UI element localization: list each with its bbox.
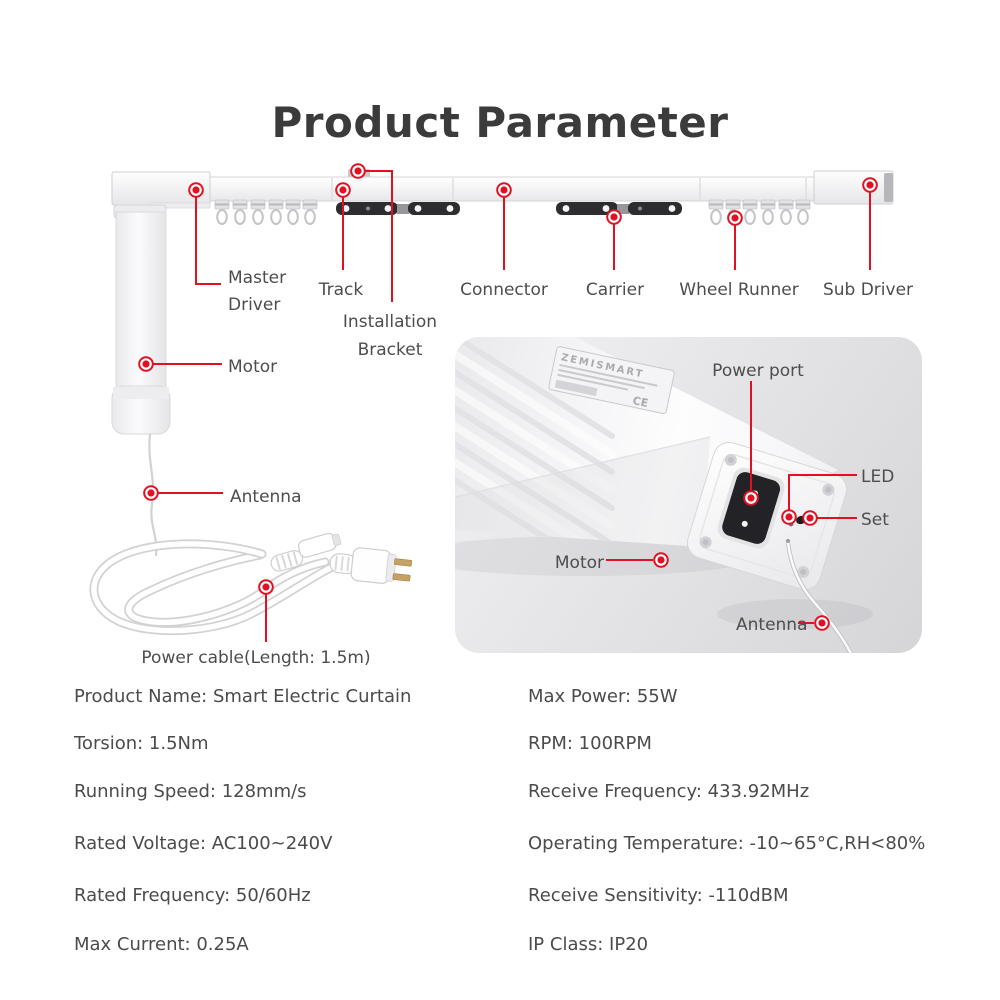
power-plug <box>329 547 413 584</box>
label-antenna-right: Antenna <box>736 615 808 635</box>
label-track: Track <box>318 280 364 300</box>
wheel-runners <box>214 199 811 225</box>
callout-lines <box>153 170 871 642</box>
wheel-runner-hook <box>285 199 301 225</box>
wheel-runner-hook <box>214 199 230 225</box>
sticker-ce-mark: CE <box>631 394 649 410</box>
c7-connector <box>270 532 342 572</box>
spec-torsion: Torsion: 1.5Nm <box>74 733 209 754</box>
spec-rated-frequency: Rated Frequency: 50/60Hz <box>74 885 311 906</box>
wheel-runner-hook <box>778 199 794 225</box>
wheel-runner-hook <box>232 199 248 225</box>
wheel-runner-hook <box>250 199 266 225</box>
spec-product-name: Product Name: Smart Electric Curtain <box>74 686 412 707</box>
spec-max-power: Max Power: 55W <box>528 686 678 707</box>
motor-body-side-face <box>455 437 710 547</box>
label-set: Set <box>861 510 889 530</box>
label-master-driver: Master Driver <box>228 268 287 315</box>
motor-cylinder <box>111 204 171 557</box>
label-power-cable: Power cable(Length: 1.5m) <box>141 648 371 668</box>
spec-ip-class: IP Class: IP20 <box>528 934 649 955</box>
antenna-exit-hole <box>786 539 790 543</box>
screw-holes <box>699 453 835 579</box>
spec-receive-sensitivity: Receive Sensitivity: -110dBM <box>528 885 789 906</box>
motor-antenna-wire <box>148 433 158 557</box>
label-led: LED <box>861 467 895 487</box>
track-seams <box>331 178 807 200</box>
sticker-barcode <box>554 379 598 397</box>
label-sub-driver: Sub Driver <box>822 280 914 300</box>
label-connector: Connector <box>460 280 548 300</box>
label-motor-right: Motor <box>554 553 604 573</box>
wheel-runner-hook <box>795 199 811 225</box>
sub-driver-box <box>813 170 894 205</box>
label-power-port: Power port <box>712 361 804 381</box>
label-motor-left: Motor <box>228 357 278 377</box>
wheel-runner-hook <box>760 199 776 225</box>
wheel-runner-hook <box>302 199 318 225</box>
carrier-assembly <box>556 202 682 215</box>
wheel-runner-hook <box>742 199 758 225</box>
spec-max-current: Max Current: 0.25A <box>74 934 249 955</box>
callout-dots <box>138 163 878 631</box>
curtain-track-illustration <box>111 169 894 557</box>
wheel-runner-hook <box>268 199 284 225</box>
spec-rated-voltage: Rated Voltage: AC100~240V <box>74 833 333 854</box>
plug-prong <box>394 558 413 567</box>
spec-receive-frequency: Receive Frequency: 433.92MHz <box>528 781 810 802</box>
spec-running-speed: Running Speed: 128mm/s <box>74 781 307 802</box>
label-wheel-runner: Wheel Runner <box>679 280 799 300</box>
sub-driver-cap <box>884 173 893 202</box>
label-antenna-left: Antenna <box>230 487 302 507</box>
motor-end-face <box>686 441 848 591</box>
motor-photo-panel: ZEMISMART CE <box>455 337 922 653</box>
label-installation-bracket: Installation Bracket <box>342 312 438 360</box>
power-cable-illustration <box>89 532 413 636</box>
spec-operating-temperature: Operating Temperature: -10~65°C,RH<80% <box>528 833 926 854</box>
installation-bracket-and-carrier <box>336 202 460 215</box>
page-title: Product Parameter <box>271 98 729 148</box>
plug-prong <box>392 573 411 582</box>
wheel-runner-hook <box>708 199 724 225</box>
spec-rpm: RPM: 100RPM <box>528 733 652 754</box>
label-carrier: Carrier <box>585 280 645 300</box>
power-port-socket <box>722 472 781 544</box>
